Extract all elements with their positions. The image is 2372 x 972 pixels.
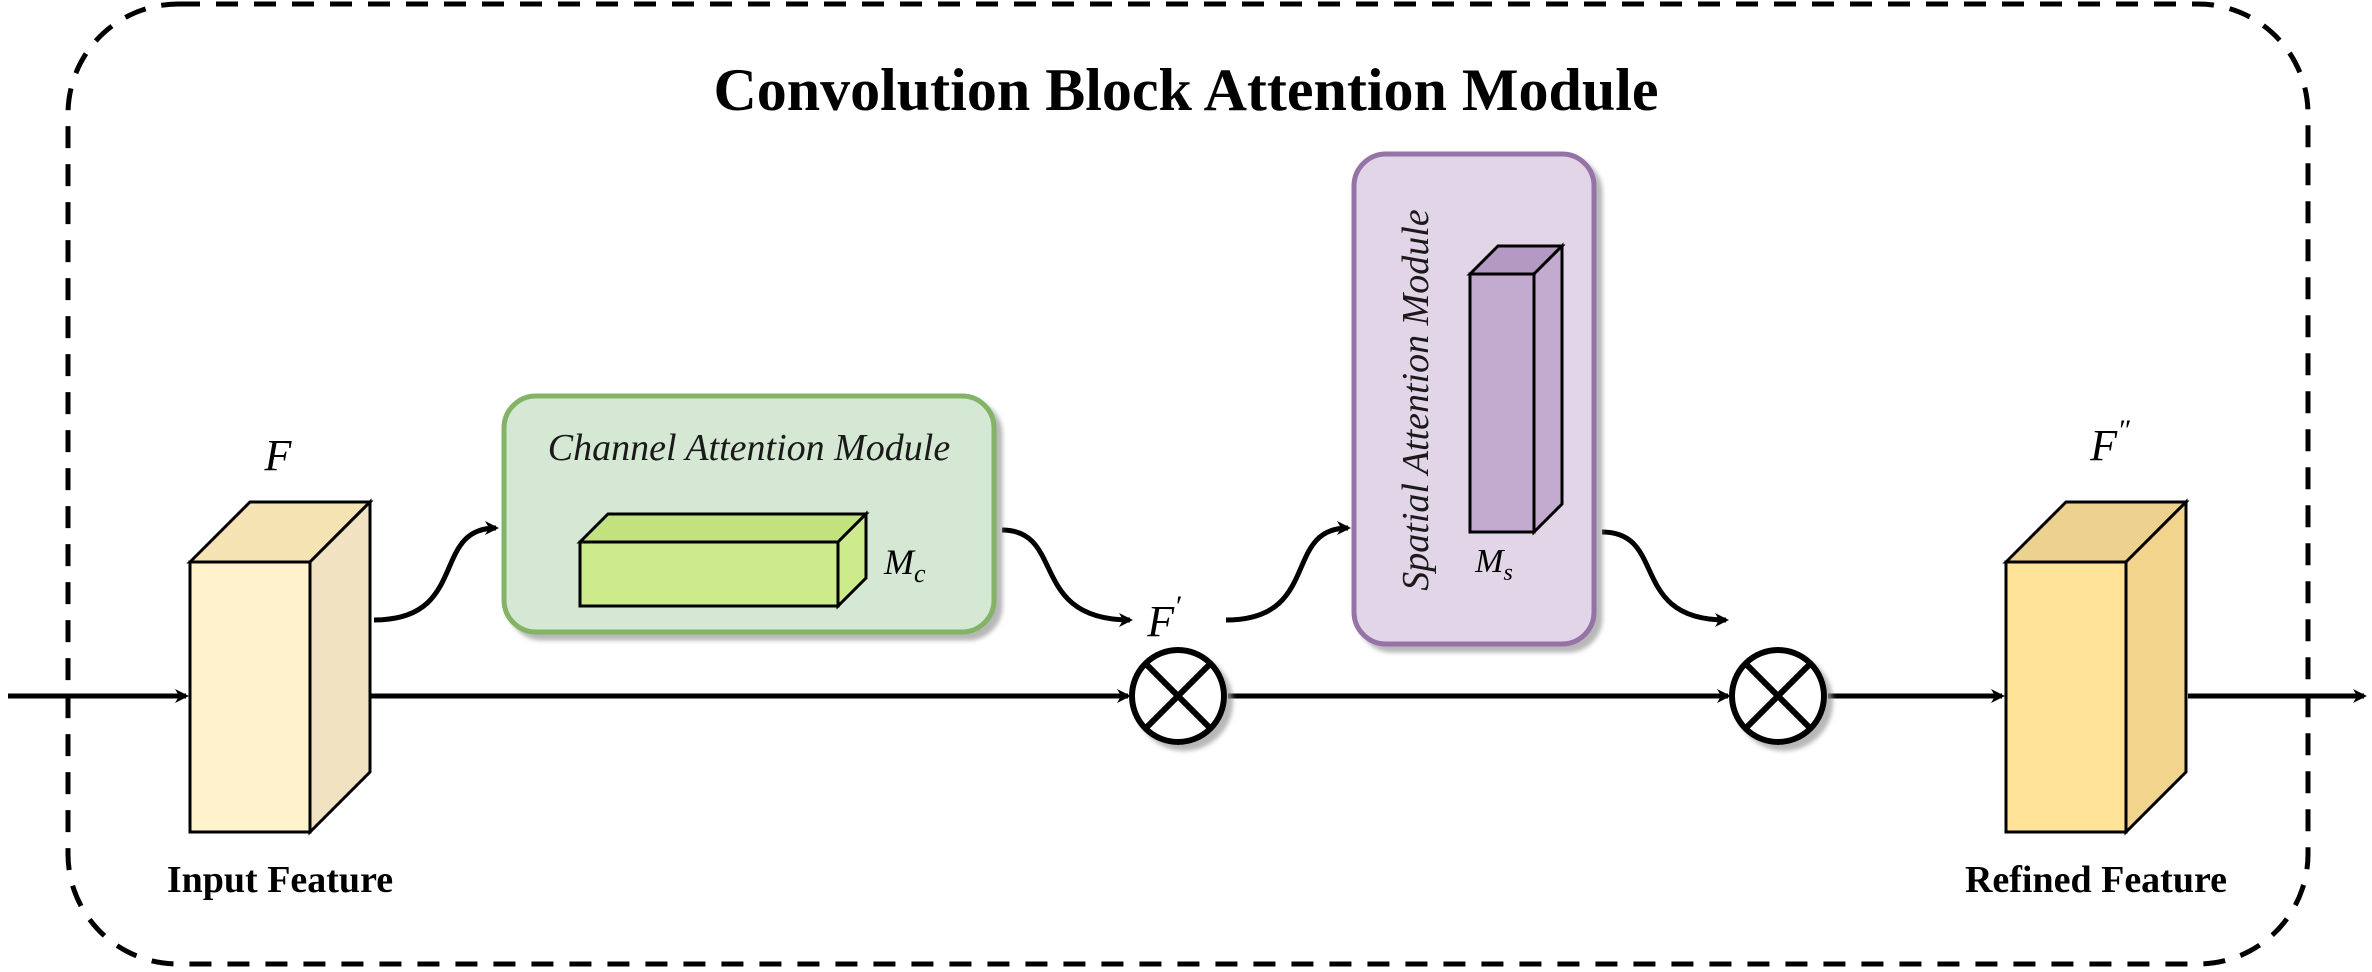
input-symbol: F bbox=[264, 431, 293, 480]
input-to-channel-arrow bbox=[373, 521, 499, 623]
spatial-to-multiply-arrow bbox=[1601, 529, 1729, 627]
spatial-attention-label: Spatial Attention Module bbox=[1395, 209, 1437, 591]
refined-feature-label: Refined Feature bbox=[1965, 859, 2227, 901]
channel-map-symbol: Mc bbox=[883, 542, 926, 588]
channel-to-intermediate-arrow bbox=[1001, 527, 1133, 627]
multiply-1-operator bbox=[1129, 647, 1227, 745]
channel-attention-label: Channel Attention Module bbox=[548, 427, 951, 469]
spatial-attention-map-block bbox=[1466, 242, 1566, 536]
intermediate-to-spatial-arrow bbox=[1225, 521, 1351, 623]
input-feature-label: Input Feature bbox=[167, 859, 393, 901]
diagram-title: Convolution Block Attention Module bbox=[713, 57, 1658, 123]
module-frame bbox=[65, 1, 2311, 967]
multiply-2-operator bbox=[1729, 647, 1827, 745]
input-feature-cube bbox=[186, 498, 374, 836]
refined-feature-cube bbox=[2002, 498, 2190, 836]
spatial-map-symbol: Ms bbox=[1474, 543, 1513, 586]
output-symbol: F″ bbox=[2089, 414, 2130, 470]
intermediate-symbol: F′ bbox=[1146, 590, 1181, 646]
channel-attention-map-block bbox=[576, 510, 870, 610]
